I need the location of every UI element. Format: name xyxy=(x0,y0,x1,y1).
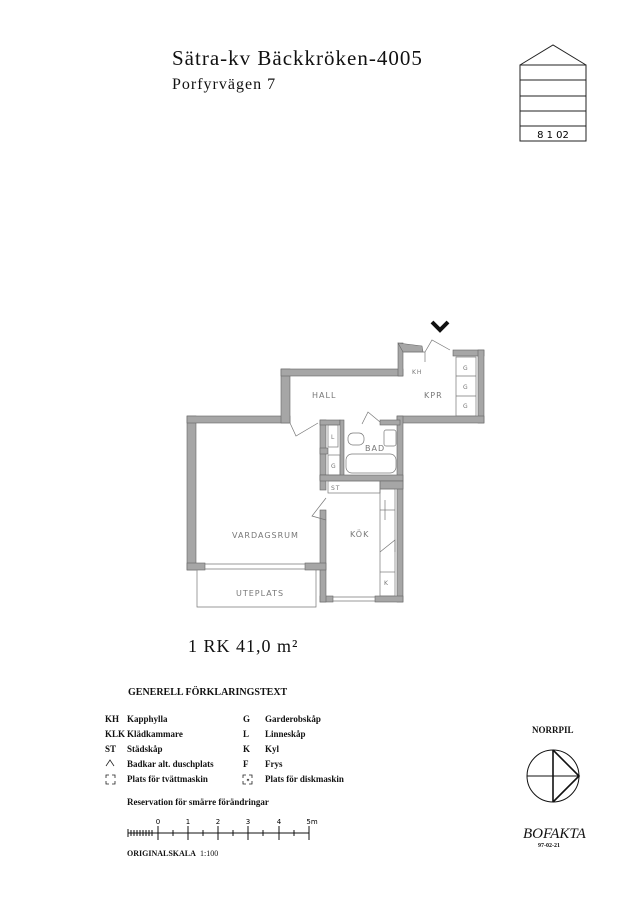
legend-code-g: G xyxy=(243,714,251,724)
chevron-down-icon xyxy=(430,320,450,333)
apartment-summary: 1 RK 41,0 m² xyxy=(188,636,299,656)
legend-code-kh: KH xyxy=(105,714,120,724)
north-arrow-icon xyxy=(526,749,581,803)
legend-label-bath: Badkar alt. duschplats xyxy=(127,759,214,769)
legend-label-dishwasher: Plats för diskmaskin xyxy=(265,774,344,784)
room-label-uteplats: UTEPLATS xyxy=(236,589,284,598)
address: Porfyrvägen 7 xyxy=(172,76,277,93)
legend-code-k: K xyxy=(243,744,251,754)
label-g: G xyxy=(331,463,337,470)
scale-tick-2: 2 xyxy=(216,818,220,826)
dishwasher-icon xyxy=(242,774,253,785)
label-k: K xyxy=(384,580,389,587)
scale-tick-4: 4 xyxy=(277,818,282,826)
legend-heading: GENERELL FÖRKLARINGSTEXT xyxy=(128,687,288,698)
label-g2: G xyxy=(463,384,469,391)
label-st: ST xyxy=(331,485,340,492)
north-label: NORRPIL xyxy=(532,725,574,735)
label-g3: G xyxy=(463,403,469,410)
legend-code-klk: KLK xyxy=(105,729,126,739)
room-label-hall: HALL xyxy=(312,391,336,400)
legend-label-l: Linneskåp xyxy=(265,729,306,739)
legend-label-f: Frys xyxy=(265,759,283,769)
legend-code-f: F xyxy=(243,759,249,769)
legend-label-st: Städskåp xyxy=(127,744,163,754)
house-code: 8 1 02 xyxy=(537,130,569,141)
legend-label-klk: Klädkammare xyxy=(127,729,183,739)
legend-label-kh: Kapphylla xyxy=(127,714,168,724)
label-g1: G xyxy=(463,365,469,372)
room-label-kpr: KPR xyxy=(424,391,443,400)
bathtub-icon xyxy=(105,759,115,767)
document-date: 97-02-21 xyxy=(538,843,560,849)
plan-fixtures xyxy=(196,339,477,608)
floor-plan xyxy=(186,342,485,603)
room-label-bad: BAD xyxy=(365,444,385,453)
legend-label-k: Kyl xyxy=(265,744,280,754)
document-title: Sätra-kv Bäckkröken-4005 xyxy=(172,46,423,70)
scale-tick-5: 5m xyxy=(306,818,317,826)
room-label-kok: KÖK xyxy=(350,529,369,539)
legend-label-washer: Plats för tvättmaskin xyxy=(127,774,208,784)
scale-tick-1: 1 xyxy=(186,818,190,826)
scale-ratio: 1:100 xyxy=(200,849,219,858)
scale-label: ORIGINALSKALA xyxy=(127,849,196,858)
legend-label-g: Garderobskåp xyxy=(265,714,321,724)
scale-bar xyxy=(127,826,310,840)
label-l: L xyxy=(331,434,335,441)
washing-machine-icon xyxy=(105,774,116,785)
legend-code-st: ST xyxy=(105,744,117,754)
room-label-kh: KH xyxy=(412,369,422,376)
brand-logo: BOFAKTA xyxy=(523,826,586,842)
legend-code-l: L xyxy=(243,729,250,739)
house-code-icon xyxy=(519,44,587,142)
reservation-note: Reservation för smärre förändringar xyxy=(127,797,269,807)
scale-tick-3: 3 xyxy=(246,818,250,826)
scale-tick-0: 0 xyxy=(156,818,160,826)
room-label-vardagsrum: VARDAGSRUM xyxy=(232,531,299,540)
